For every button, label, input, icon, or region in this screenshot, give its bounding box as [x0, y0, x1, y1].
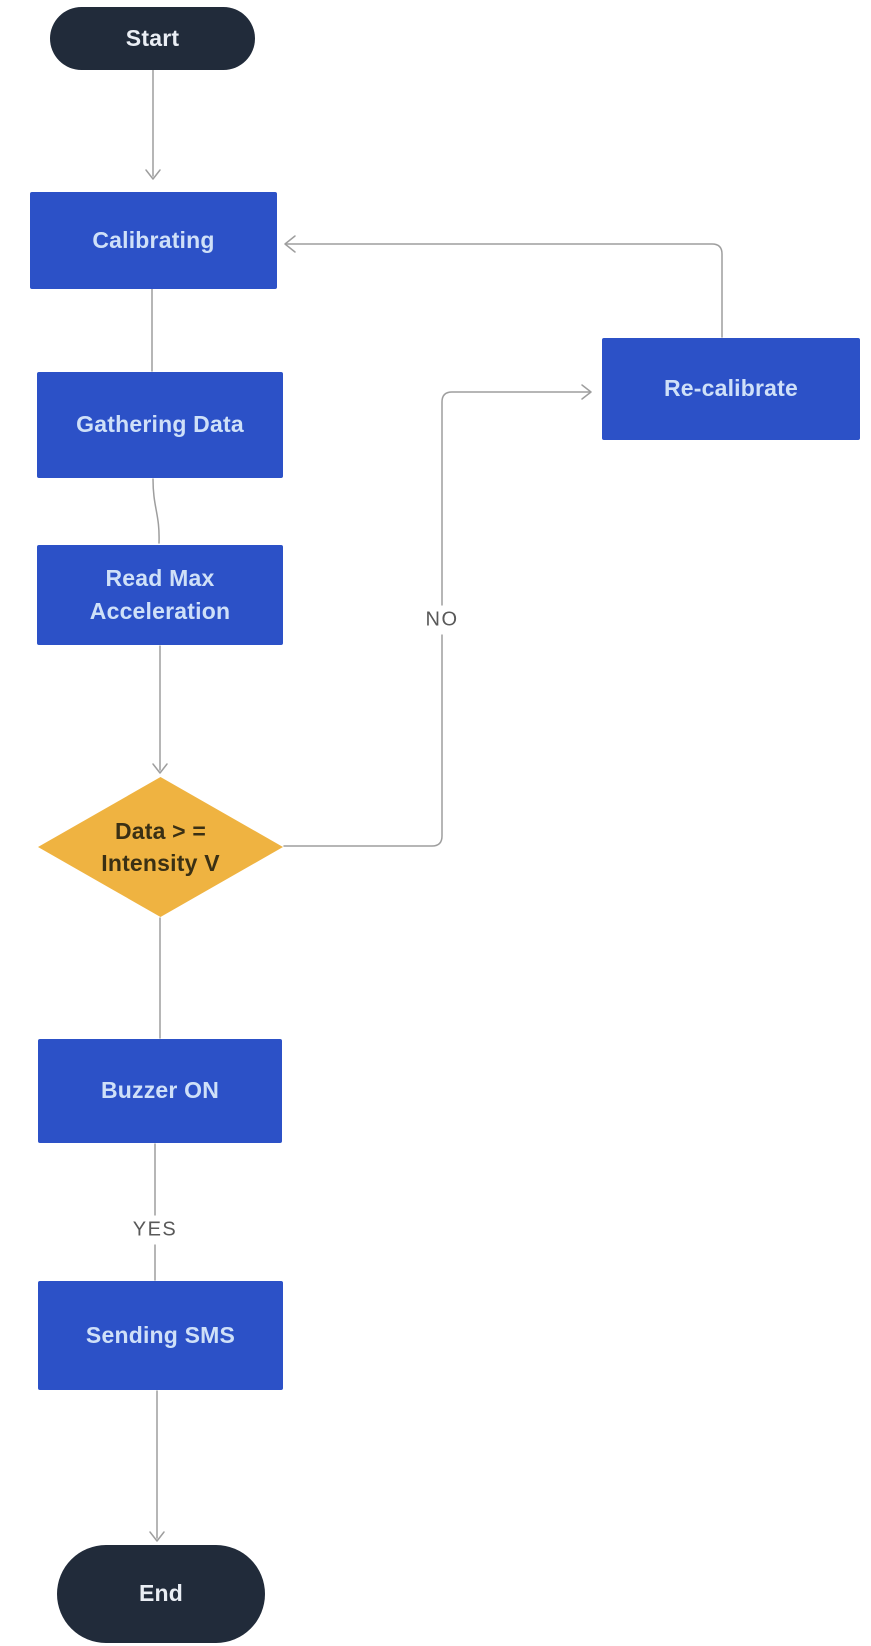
- edge-recalibrate-to-calibrating: [285, 243, 723, 338]
- arrowhead-down-end: [149, 1531, 165, 1542]
- node-start-label: Start: [125, 24, 180, 51]
- node-buzzer-on: Buzzer ON: [38, 1039, 282, 1143]
- node-decision-label-line2: Intensity V: [101, 850, 220, 876]
- arrowhead-left-calibrating: [284, 235, 296, 253]
- edge-gathering-to-readmax: [152, 478, 160, 544]
- node-read-max-acceleration: Read Max Acceleration: [37, 545, 283, 645]
- node-start: Start: [50, 7, 255, 70]
- node-sending-sms-label: Sending SMS: [85, 1321, 236, 1348]
- node-gathering-data: Gathering Data: [37, 372, 283, 478]
- arrowhead-down-decision: [152, 763, 168, 774]
- node-decision-label-line1: Data > =: [114, 817, 207, 844]
- node-decision-label: Data > = Intensity V: [101, 815, 220, 879]
- node-end-label: End: [138, 1580, 184, 1607]
- edge-label-no: NO: [418, 605, 466, 635]
- node-read-max-acceleration-label: Read Max Acceleration: [89, 564, 231, 624]
- node-recalibrate-label: Re-calibrate: [663, 375, 799, 402]
- arrowhead-right-recalibrate: [581, 384, 592, 400]
- node-decision-data-intensity: Data > = Intensity V: [38, 777, 283, 917]
- edge-label-yes: YES: [125, 1215, 185, 1245]
- node-end: End: [57, 1545, 265, 1643]
- node-gathering-data-label: Gathering Data: [76, 411, 244, 438]
- arrowhead-down-calibrating: [145, 169, 161, 180]
- node-sending-sms: Sending SMS: [38, 1281, 283, 1390]
- node-buzzer-on-label: Buzzer ON: [100, 1077, 220, 1104]
- node-recalibrate: Re-calibrate: [602, 338, 860, 440]
- node-calibrating: Calibrating: [30, 192, 277, 289]
- node-calibrating-label: Calibrating: [92, 226, 215, 253]
